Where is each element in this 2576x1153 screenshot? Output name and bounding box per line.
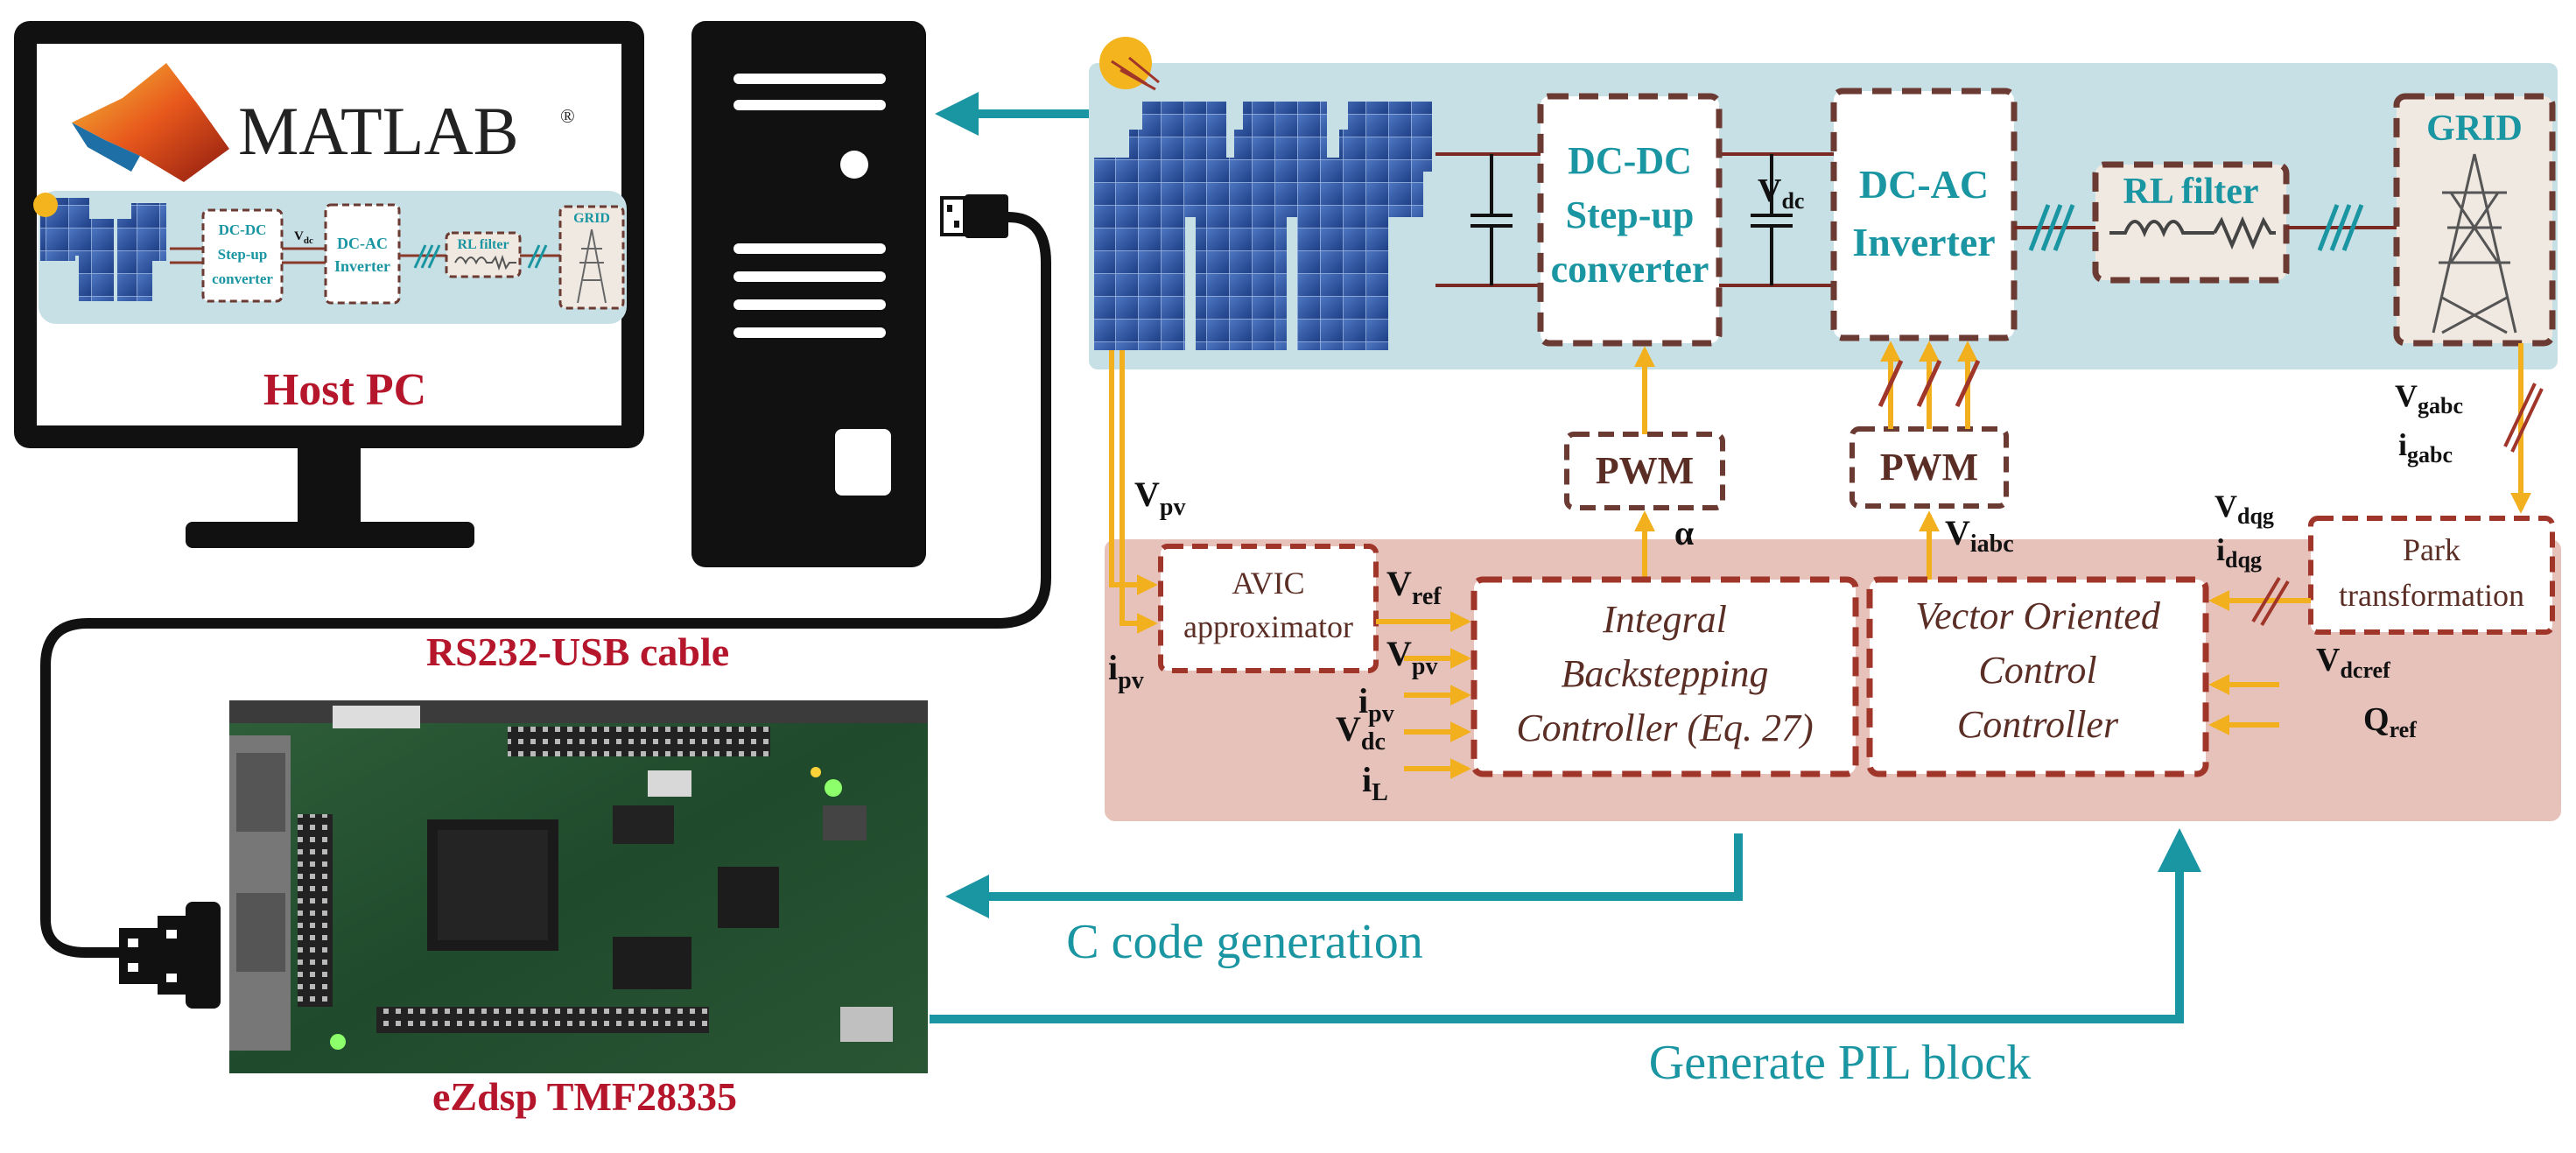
qref-label: Qref — [2363, 701, 2417, 742]
transmission-tower-icon — [2432, 153, 2517, 334]
usb-plug-icon — [940, 194, 1008, 238]
mini-dcdc-line2: Step-up — [218, 246, 268, 263]
avic-approximator-block — [1158, 544, 1379, 673]
generate-pil-block-arrow — [930, 828, 2201, 1023]
cable-label: RS232-USB cable — [426, 629, 729, 674]
pc-tower-icon — [691, 21, 926, 567]
ibc-line1: Integral — [1602, 598, 1727, 641]
vpv-label: Vpv — [1134, 475, 1185, 521]
three-phase-mark-2 — [2317, 204, 2364, 251]
igabc-label: igabc — [2398, 427, 2453, 468]
mini-grid: GRID — [573, 211, 610, 226]
matlab-brand: MATLAB — [238, 93, 519, 169]
dcac-line1: DC-AC — [1859, 162, 1989, 207]
serial-connector-icon — [119, 902, 221, 1009]
host-mini-power-stage: DC-DC Step-up converter Vdc DC-AC Invert… — [33, 191, 627, 324]
viabc-label: Viabc — [1945, 513, 2014, 558]
mini-vdc: Vdc — [294, 229, 313, 246]
dc-bus-lines — [1435, 152, 1834, 287]
matlab-registered: ® — [560, 105, 575, 127]
vgabc-three-phase-mark — [2503, 383, 2544, 453]
rs232-usb-cable — [40, 212, 1051, 958]
ipv-line — [1120, 350, 1158, 634]
matlab-logo — [72, 63, 229, 182]
mini-dcac-line1: DC-AC — [337, 235, 388, 252]
il-label: iL — [1362, 760, 1388, 806]
three-phase-mark-1 — [2028, 204, 2075, 251]
vdc-label: Vdc — [1758, 172, 1804, 214]
pwm-label-dcdc: PWM — [1596, 449, 1694, 492]
vref-label: Vref — [1386, 564, 1442, 610]
dcdc-converter-block — [1537, 93, 1723, 347]
vdqg-label: Vdqg — [2215, 489, 2274, 529]
vgabc-label: Vgabc — [2395, 378, 2463, 418]
integral-backstepping-block — [1470, 576, 1859, 777]
pwm-label-inverter: PWM — [1880, 446, 1978, 489]
capacitor-icon-dc-link — [1751, 154, 1793, 285]
avic-line1: AVIC — [1232, 566, 1304, 601]
inverter-gate-marks — [1878, 359, 1981, 408]
board-label: eZdsp TMF28335 — [432, 1074, 737, 1119]
mini-dcdc-line3: converter — [212, 271, 273, 287]
grid-block — [2393, 93, 2556, 347]
resistor-icon — [2213, 215, 2276, 250]
ibc-line3: Controller (Eq. 27) — [1516, 707, 1813, 749]
ipv2-label: ipv — [1358, 681, 1394, 728]
rl-filter-label: RL filter — [2123, 172, 2258, 212]
vdc2-label: Vdc — [1336, 709, 1386, 756]
alpha-label: α — [1674, 513, 1694, 552]
power-stage — [1089, 63, 2558, 369]
host-pc-label: Host PC — [263, 365, 426, 415]
sun-icon — [1099, 37, 1160, 91]
voc-line1: Vector Oriented — [1915, 594, 2161, 637]
park-transformation-block — [2308, 516, 2555, 635]
mini-rl-filter: RL filter — [457, 237, 509, 252]
park-line1: Park — [2403, 532, 2460, 567]
c-code-generation-label: C code generation — [1066, 915, 1422, 969]
voc-controller-block — [1866, 576, 2209, 777]
solar-panel-icon — [1094, 102, 1432, 350]
pwm-block-dcdc — [1564, 432, 1725, 510]
park-line2: transformation — [2339, 578, 2524, 613]
dcac-line2: Inverter — [1852, 220, 1995, 264]
avic-line2: approximator — [1183, 609, 1353, 644]
dqg-bus-mark — [2251, 576, 2290, 627]
dcdc-line1: DC-DC — [1568, 139, 1692, 182]
mini-dcdc-line1: DC-DC — [219, 221, 267, 238]
ibc-line2: Backstepping — [1561, 652, 1768, 695]
voc-line2: Control — [1978, 649, 2096, 692]
mini-dcac-line2: Inverter — [334, 257, 390, 275]
vdcref-label: Vdcref — [2316, 642, 2390, 683]
pwm-block-inverter — [1850, 426, 2009, 509]
vpv-line — [1109, 350, 1158, 595]
ipv-label: ipv — [1108, 648, 1144, 694]
dcdc-line2: Step-up — [1566, 193, 1695, 236]
inductor-icon — [2109, 220, 2215, 238]
voc-line3: Controller — [1957, 703, 2119, 746]
dcac-inverter-block — [1830, 88, 2018, 341]
rl-filter-block — [2092, 161, 2290, 284]
ezdsp-board — [229, 700, 928, 1073]
vpv2-label: Vpv — [1386, 634, 1437, 680]
grid-label: GRID — [2426, 109, 2523, 149]
generate-pil-block-label: Generate PIL block — [1649, 1036, 2031, 1090]
idqg-label: idqg — [2216, 532, 2262, 573]
dcdc-line3: converter — [1551, 248, 1709, 291]
capacitor-icon — [1470, 154, 1513, 285]
c-code-generation-arrow — [945, 833, 1743, 918]
